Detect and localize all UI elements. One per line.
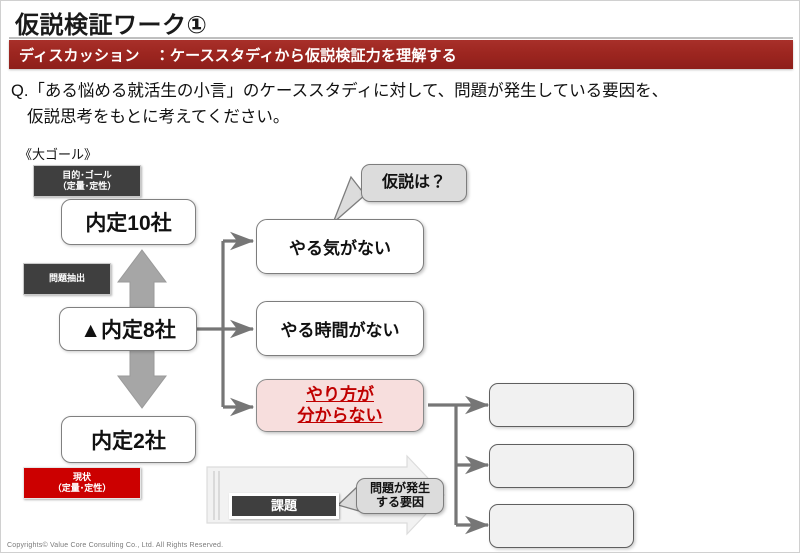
purpose-goal-label-line2: （定量･定性） [57, 181, 117, 191]
purpose-goal-label: 目的･ゴール （定量･定性） [33, 165, 141, 197]
branch-connector-left [197, 231, 255, 417]
title-divider [9, 37, 793, 39]
answer-box-2[interactable] [489, 444, 634, 488]
hypothesis-bubble: 仮説は？ [361, 164, 467, 202]
issue-label: 課題 [229, 493, 339, 519]
page-title: 仮説検証ワーク① [15, 12, 208, 39]
answer-box-3[interactable] [489, 504, 634, 548]
question-text: Q.「ある悩める就活生の小言」のケーススタディに対して、問題が発生している要因を… [11, 79, 791, 130]
goal-caption: 《大ゴール》 [19, 147, 98, 162]
current-status-label-line1: 現状 [72, 471, 91, 482]
cause-bubble: 問題が発生 する要因 [356, 478, 444, 514]
reason-box-2: やる時間がない [256, 301, 424, 356]
problem-extraction-label: 問題抽出 [23, 263, 111, 295]
reason-box-3-line1: やり方が [306, 385, 374, 405]
answer-box-1[interactable] [489, 383, 634, 427]
up-block-arrow [117, 249, 167, 315]
question-line-2: 仮説思考をもとに考えてください。 [27, 107, 290, 126]
reason-box-3-line2: 分からない [297, 405, 383, 425]
reason-box-3-highlighted: やり方が 分からない [256, 379, 424, 432]
current-status-label-line2: （定量･定性） [52, 483, 112, 493]
cause-bubble-line2: する要因 [375, 495, 424, 509]
discussion-banner: ディスカッション ：ケーススタディから仮説検証力を理解する [9, 40, 793, 69]
current-box-8: ▲内定8社 [59, 307, 197, 351]
question-line-1: Q.「ある悩める就活生の小言」のケーススタディに対して、問題が発生している要因を… [11, 82, 669, 100]
cause-bubble-line1: 問題が発生 [369, 481, 430, 496]
goal-box-10: 内定10社 [61, 199, 196, 245]
current-status-label: 現状 （定量･定性） [23, 467, 141, 499]
purpose-goal-label-line1: 目的･ゴール [62, 169, 112, 180]
reason-box-1: やる気がない [256, 219, 424, 274]
copyright-footer: Copyrights© Value Core Consulting Co., L… [7, 542, 224, 549]
result-box-2: 内定2社 [61, 416, 196, 463]
discussion-banner-label: ディスカッション ：ケーススタディから仮説検証力を理解する [19, 47, 457, 64]
down-block-arrow [117, 346, 167, 409]
